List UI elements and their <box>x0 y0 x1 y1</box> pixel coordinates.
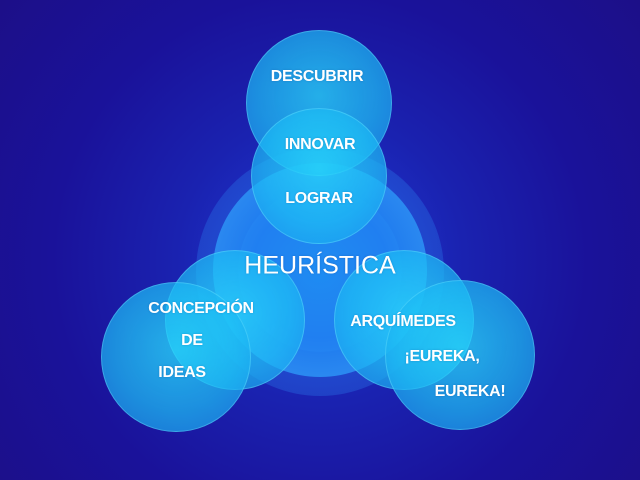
label-eureka-2: EUREKA! <box>434 383 506 400</box>
diagram-title: HEURÍSTICA <box>244 251 396 280</box>
top-circle-lograr <box>251 108 387 244</box>
label-innovar: INNOVAR <box>284 136 356 153</box>
label-de: DE <box>181 332 203 349</box>
label-concepcion: CONCEPCIÓN <box>148 300 254 317</box>
label-ideas: IDEAS <box>158 364 206 381</box>
label-eureka-1: ¡EUREKA, <box>404 348 480 365</box>
label-descubrir: DESCUBRIR <box>270 68 364 85</box>
right-circle-lower <box>385 280 535 430</box>
left-circle-lower <box>101 282 251 432</box>
label-lograr: LOGRAR <box>285 190 353 207</box>
label-arquimedes: ARQUÍMEDES <box>350 313 456 330</box>
